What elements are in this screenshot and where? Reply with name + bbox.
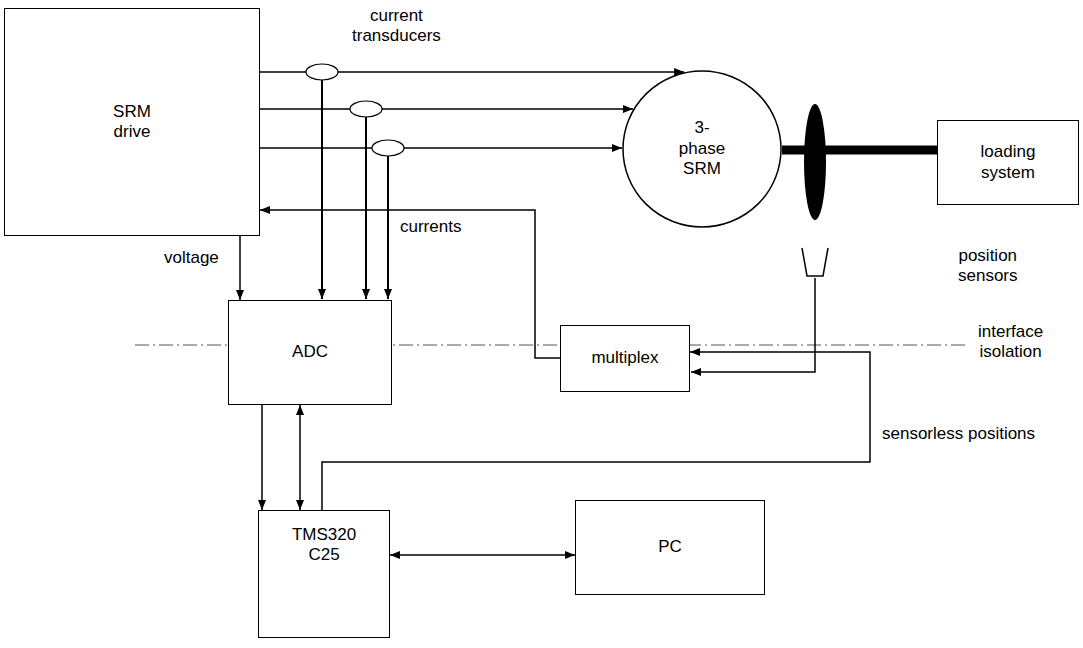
edge-label: sensorless positions [880, 424, 1037, 444]
computer-box: PC [575, 500, 765, 595]
signal-connector [260, 108, 633, 110]
signal-connector [260, 147, 622, 149]
node-text: ADC [292, 342, 328, 362]
node-text: loading system [981, 142, 1036, 183]
signal-connector [261, 405, 263, 510]
node-text: PC [658, 537, 682, 557]
motor-outline [623, 71, 781, 227]
motor-circle: 3-phase SRM [622, 70, 782, 228]
current-signal-line [387, 156, 389, 299]
current-signal-line [365, 117, 367, 299]
signal-connector [299, 405, 301, 510]
current-transducer [350, 101, 382, 117]
current-signal-line [321, 80, 323, 299]
multiplexer-box: multiplex [560, 325, 690, 392]
encoder-disk [804, 104, 826, 220]
drive-box: SRM drive [4, 8, 260, 236]
converter-box: ADC [228, 300, 392, 405]
node-text: multiplex [591, 348, 658, 368]
node-text: SRM drive [113, 102, 151, 143]
signal-label: currents [398, 217, 463, 237]
sensor-signal-line [691, 278, 815, 372]
signal-connector [390, 554, 575, 556]
boundary-label: interface isolation [976, 322, 1045, 363]
edge-label: voltage [162, 248, 221, 268]
current-transducer [372, 140, 404, 156]
transducer-label: current transducers [350, 6, 443, 47]
processor-box: TMS320 C25 [258, 510, 390, 638]
signal-connector [239, 236, 241, 300]
node-text: TMS320 C25 [292, 525, 356, 566]
current-transducer [306, 64, 338, 80]
node-text: 3-phase SRM [679, 118, 725, 179]
sensor-label: position sensors [956, 246, 1020, 287]
position-sensor [802, 248, 828, 276]
load-box: loading system [937, 120, 1079, 205]
